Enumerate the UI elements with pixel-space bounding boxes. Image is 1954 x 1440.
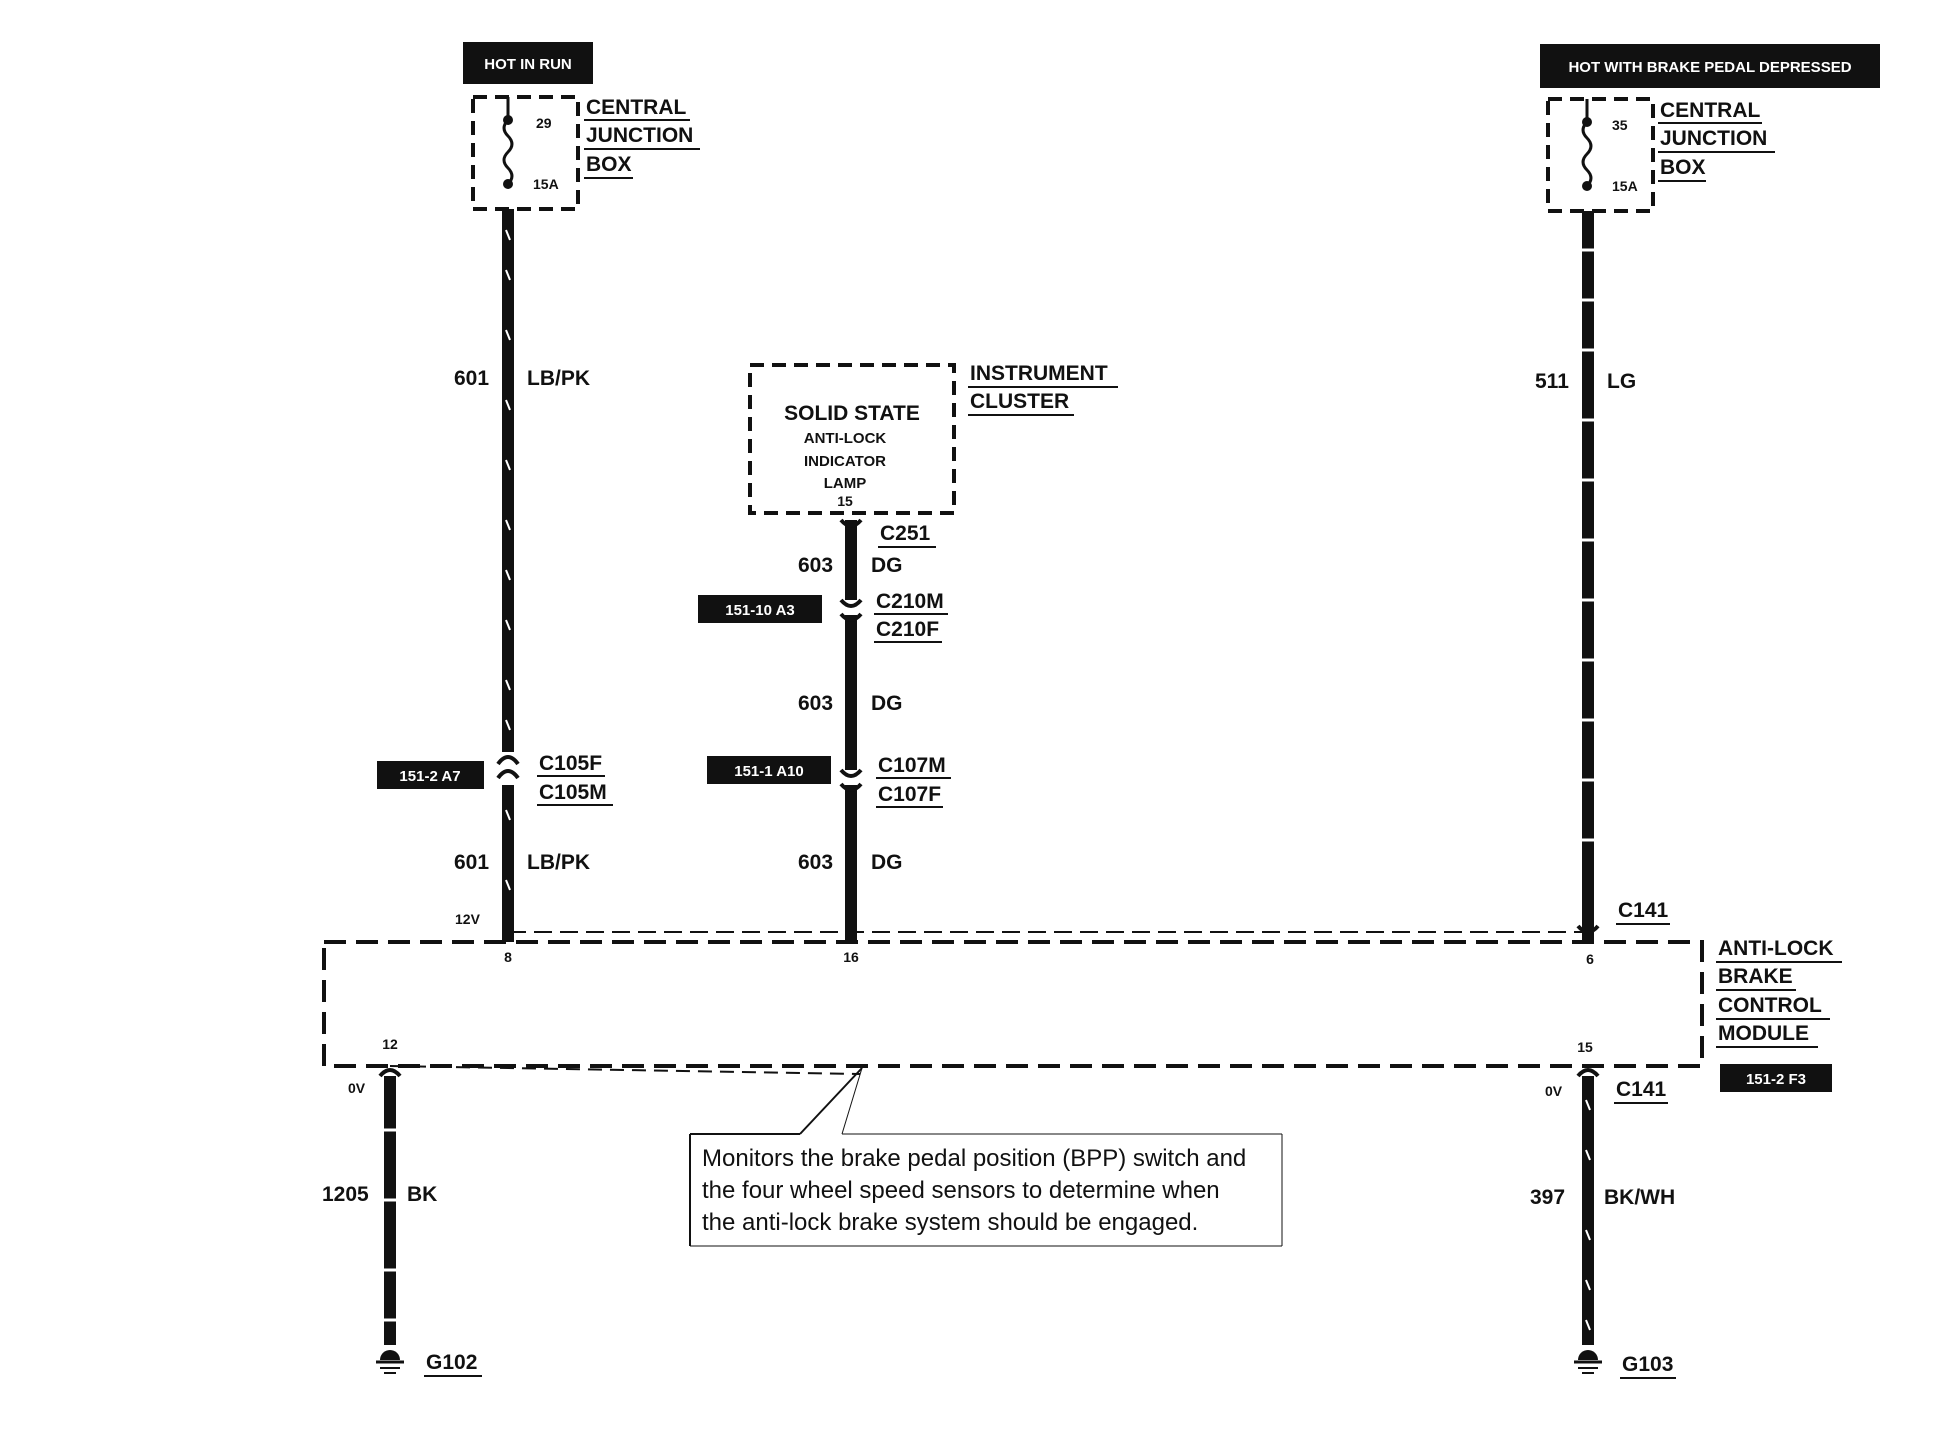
wire-511-color: LG (1607, 370, 1636, 393)
module-pin-12: 12 (382, 1036, 398, 1052)
module-line2: BRAKE (1718, 965, 1793, 988)
connector-c107f-label: C107F (878, 783, 941, 806)
module-pin-15: 15 (1577, 1039, 1593, 1055)
callout-note: Monitors the brake pedal position (BPP) … (689, 1067, 1283, 1247)
connector-c105: 151-2 A7 C105F C105M (377, 752, 613, 806)
wire-601-bottom-number: 601 (454, 851, 489, 874)
ground-g102: G102 (376, 1350, 482, 1377)
ground-g103: G103 (1574, 1350, 1676, 1379)
module-line1: ANTI-LOCK (1718, 937, 1833, 960)
cjb-right-line3: BOX (1660, 156, 1706, 179)
ground-g103-label: G103 (1622, 1353, 1673, 1376)
lamp-pin: 15 (837, 493, 853, 509)
wire-1205-number: 1205 (322, 1183, 369, 1206)
module-pin-16: 16 (843, 949, 859, 965)
ground-icon (376, 1350, 404, 1374)
central-junction-box-right: 35 15A CENTRAL JUNCTION BOX (1546, 97, 1775, 213)
wire-603-c-color: DG (871, 851, 903, 874)
module-line4: MODULE (1718, 1022, 1809, 1045)
badge-ref-c107-text: 151-1 A10 (734, 763, 804, 780)
note-line3: the anti-lock brake system should be eng… (702, 1209, 1198, 1236)
badge-hot-in-run-text: HOT IN RUN (484, 56, 572, 73)
connector-c251: C251 (878, 522, 936, 548)
badge-ref-c105-text: 151-2 A7 (399, 768, 460, 785)
cjb-left-line3: BOX (586, 153, 632, 176)
connector-c141-bottom-label: C141 (1616, 1078, 1667, 1101)
wire-397-color: BK/WH (1604, 1186, 1675, 1209)
connector-c210f-label: C210F (876, 618, 939, 641)
anti-lock-brake-control-module: 12V 8 16 6 12 15 ANTI-LOCK BRAKE CONTROL… (322, 911, 1842, 1092)
cjb-left-line2: JUNCTION (586, 124, 693, 147)
fuse-number-left: 29 (536, 115, 552, 131)
lamp-line3: LAMP (824, 475, 867, 492)
fuse-number-right: 35 (1612, 117, 1628, 133)
connector-c105m-label: C105M (539, 781, 607, 804)
lamp-line2: INDICATOR (804, 453, 886, 470)
wire-511: 511 LG (1535, 211, 1636, 926)
badge-ref-c210 (698, 595, 822, 623)
note-line2: the four wheel speed sensors to determin… (702, 1177, 1220, 1204)
wire-603: 603 DG 603 DG 603 DG (798, 518, 903, 930)
wire-603-a-color: DG (871, 554, 903, 577)
module-pin-8: 8 (504, 949, 512, 965)
badge-ref-c210-text: 151-10 A3 (725, 602, 795, 619)
wire-603-a-number: 603 (798, 554, 833, 577)
wire-1205-color: BK (407, 1183, 437, 1206)
instrument-cluster-line1: INSTRUMENT (970, 362, 1108, 385)
wire-601-bottom-color: LB/PK (527, 851, 590, 874)
connector-c141-top-label: C141 (1618, 899, 1669, 922)
wire-511-number: 511 (1535, 370, 1569, 393)
wire-601: 601 LB/PK 601 LB/PK (454, 209, 590, 920)
badge-hot-in-run: HOT IN RUN (463, 42, 593, 84)
voltage-0v-left: 0V (348, 1080, 366, 1096)
module-pin-6: 6 (1586, 951, 1594, 967)
voltage-12v: 12V (455, 911, 481, 927)
central-junction-box-left: 29 15A CENTRAL JUNCTION BOX (471, 95, 700, 211)
connector-c210: 151-10 A3 C210M C210F (698, 590, 948, 643)
cjb-left-line1: CENTRAL (586, 96, 686, 119)
connector-c141-bottom: C141 (1614, 1078, 1668, 1104)
wire-603-c-number: 603 (798, 851, 833, 874)
instrument-cluster: SOLID STATE ANTI-LOCK INDICATOR LAMP 15 … (748, 362, 1118, 515)
wire-601-top-number: 601 (454, 367, 489, 390)
wire-397: 0V 397 BK/WH (1530, 1068, 1675, 1345)
cjb-right-line1: CENTRAL (1660, 99, 1760, 122)
badge-hot-brake-text: HOT WITH BRAKE PEDAL DEPRESSED (1568, 59, 1851, 76)
connector-c105f-label: C105F (539, 752, 602, 775)
wire-603-b-number: 603 (798, 692, 833, 715)
module-line3: CONTROL (1718, 994, 1822, 1017)
wire-601-top-color: LB/PK (527, 367, 590, 390)
ground-icon (1574, 1350, 1602, 1374)
badge-ref-c107 (707, 756, 831, 784)
badge-ref-module (1720, 1064, 1832, 1092)
instrument-cluster-line2: CLUSTER (970, 390, 1069, 413)
lamp-line1: ANTI-LOCK (804, 430, 887, 447)
connector-c210m-label: C210M (876, 590, 944, 613)
wire-397-number: 397 (1530, 1186, 1565, 1209)
note-line1: Monitors the brake pedal position (BPP) … (702, 1145, 1246, 1172)
ground-g102-label: G102 (426, 1351, 477, 1374)
wire-1205: 0V 1205 BK (322, 1065, 861, 1345)
badge-ref-c105 (377, 761, 484, 789)
fuse-rating-left: 15A (533, 176, 559, 192)
connector-c107m-label: C107M (878, 754, 946, 777)
wire-603-b-color: DG (871, 692, 903, 715)
cjb-right-line2: JUNCTION (1660, 127, 1767, 150)
badge-ref-module-text: 151-2 F3 (1746, 1071, 1806, 1088)
connector-c251-label: C251 (880, 522, 931, 545)
badge-hot-brake: HOT WITH BRAKE PEDAL DEPRESSED (1540, 44, 1880, 88)
lamp-title: SOLID STATE (784, 402, 920, 425)
connector-c107: 151-1 A10 C107M C107F (707, 754, 951, 808)
voltage-0v-right: 0V (1545, 1083, 1563, 1099)
fuse-rating-right: 15A (1612, 178, 1638, 194)
